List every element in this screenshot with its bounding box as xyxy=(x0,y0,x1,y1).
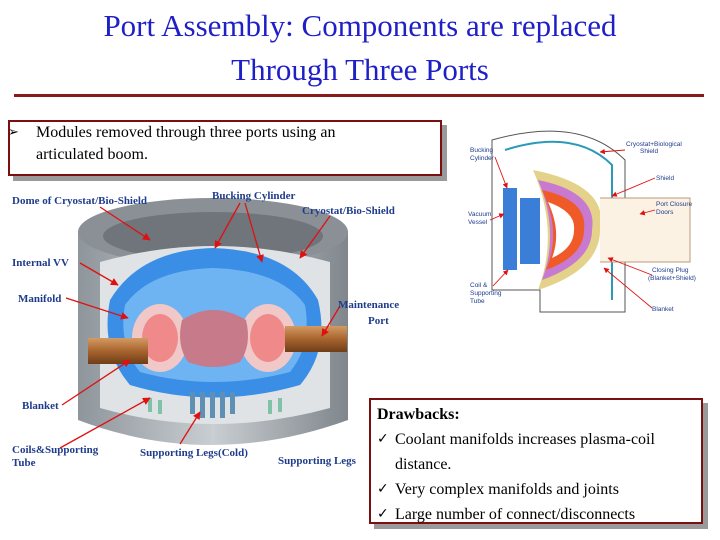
drawbacks-heading: Drawbacks: xyxy=(377,406,460,423)
label-maintenance-port: Port xyxy=(368,315,389,327)
slabel-cryostat: Cryostat+Biological xyxy=(626,141,682,148)
slabel-cryostat-shield: Shield xyxy=(640,148,658,155)
maintenance-port-right xyxy=(285,326,347,352)
info-box: ➢ Modules removed through three ports us… xyxy=(8,120,442,176)
bucking-cylinder-shape xyxy=(503,188,517,270)
check-icon: ✓ xyxy=(377,506,389,522)
page-title: Port Assembly: Components are replaced T… xyxy=(0,4,720,92)
label-internal-vv: Internal VV xyxy=(12,257,69,269)
drawbacks-box: Drawbacks: ✓ Coolant manifolds increases… xyxy=(369,398,703,524)
label-dome: Dome of Cryostat/Bio-Shield xyxy=(12,195,147,207)
label-bucking-cylinder: Bucking Cylinder xyxy=(212,190,296,202)
slabel-shield: Shield xyxy=(656,175,674,182)
slabel-blanket: Blanket xyxy=(652,306,674,313)
slabel-closing-plug: Closing Plug xyxy=(652,267,689,274)
drawback-item: ✓ Large number of connect/disconnects xyxy=(377,502,701,527)
label-maintenance: Maintenance xyxy=(338,299,399,311)
label-coils: Coils&Supporting xyxy=(12,444,99,456)
slabel-vacuum: Vacuum xyxy=(468,211,491,218)
slabel-tube: Tube xyxy=(470,298,485,305)
slabel-supporting: Supporting xyxy=(470,290,502,297)
label-supporting-legs: Supporting Legs xyxy=(278,455,357,467)
info-bullet: ➢ Modules removed through three ports us… xyxy=(8,122,440,144)
slabel-vessel: Vessel xyxy=(468,219,488,226)
label-manifold: Manifold xyxy=(18,293,61,305)
slabel-bucking: Bucking xyxy=(470,147,494,154)
supporting-legs xyxy=(190,392,235,418)
slabel-blanket-shield: (Blanket+Shield) xyxy=(648,275,696,282)
label-cryostat: Cryostat/Bio-Shield xyxy=(302,205,395,217)
slabel-cylinder: Cylinder xyxy=(470,155,495,162)
drawback-item: ✓ Coolant manifolds increases plasma-coi… xyxy=(377,427,701,452)
title-divider xyxy=(14,94,704,97)
arrow-bullet-icon: ➢ xyxy=(8,125,19,140)
port-closure-doors xyxy=(600,197,691,263)
check-icon: ✓ xyxy=(377,481,389,497)
drawback-item: ✓ Very complex manifolds and joints xyxy=(377,477,701,502)
cryostat-cutaway xyxy=(78,198,348,445)
label-blanket: Blanket xyxy=(22,400,59,412)
drawback-text-1: Coolant manifolds increases plasma-coil xyxy=(395,431,655,448)
slabel-doors: Doors xyxy=(656,209,674,216)
slabel-port-closure: Port Closure xyxy=(656,201,693,208)
drawback-text-1-cont: distance. xyxy=(395,456,452,473)
slabel-coil: Coil & xyxy=(470,282,488,289)
cross-section-diagram xyxy=(491,130,691,313)
callout-arrows xyxy=(59,202,341,449)
drawback-text-3: Large number of connect/disconnects xyxy=(395,506,636,523)
maintenance-port-left xyxy=(88,338,148,364)
info-bullet-text: Modules removed through three ports usin… xyxy=(36,124,336,141)
plasma xyxy=(180,310,248,367)
title-line-1: Port Assembly: Components are replaced xyxy=(103,8,617,43)
title-line-2: Through Three Ports xyxy=(231,52,489,87)
label-coils-tube: Tube xyxy=(12,457,36,469)
check-icon: ✓ xyxy=(377,431,389,447)
label-supporting-legs-cold: Supporting Legs(Cold) xyxy=(140,447,248,459)
info-bullet-cont: articulated boom. xyxy=(36,146,148,163)
drawback-text-2: Very complex manifolds and joints xyxy=(395,481,619,498)
